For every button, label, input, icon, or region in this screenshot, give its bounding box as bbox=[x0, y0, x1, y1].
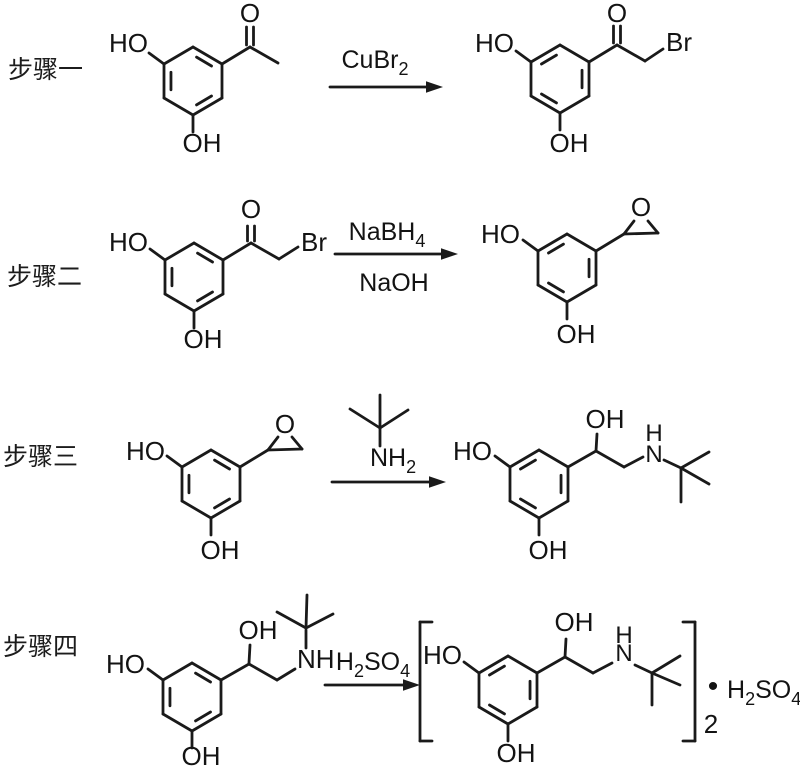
step4-product-structure bbox=[462, 637, 682, 743]
step1-reactant-oh-label: OH bbox=[183, 128, 222, 158]
step1-row: 步骤一 HO O OH CuBr2 HO O Br OH bbox=[8, 0, 692, 158]
step4-reactant-oh-top-label: OH bbox=[239, 615, 278, 645]
bracket-subscript-2: 2 bbox=[704, 709, 718, 739]
step2-reagent-nabh4: NaBH4 bbox=[349, 218, 426, 251]
step4-product-ho-label: HO bbox=[423, 640, 462, 670]
step2-reactant-structure bbox=[148, 224, 300, 330]
step1-reactant-ho-label: HO bbox=[109, 28, 148, 58]
step2-product-epoxide-o-label: O bbox=[631, 192, 651, 222]
step4-reactant-structure bbox=[146, 593, 335, 750]
step4-reactant-ho-label: HO bbox=[106, 649, 145, 679]
step1-product-br-label: Br bbox=[666, 27, 692, 57]
step3-reactant-epoxide-o-label: O bbox=[275, 409, 295, 439]
step4-product-oh-bottom-label: OH bbox=[497, 738, 536, 768]
step2-reactant-oh-label: OH bbox=[184, 324, 223, 354]
step4-product-nh-h-label: H bbox=[615, 622, 632, 649]
step1-product-oh-label: OH bbox=[550, 128, 589, 158]
step2-reactant-ho-label: HO bbox=[109, 227, 148, 257]
step3-reactant-ho-label: HO bbox=[126, 436, 165, 466]
step3-product-nh-h-label: H bbox=[645, 420, 662, 447]
step3-product-n-label: N bbox=[645, 441, 662, 468]
step1-reactant-o-label: O bbox=[240, 0, 260, 28]
step3-reaction-arrow bbox=[330, 476, 446, 488]
step4-reagent-h2so4: H2SO4 bbox=[336, 648, 410, 681]
step2-reactant-br-label: Br bbox=[301, 227, 327, 257]
step1-product-ho-label: HO bbox=[475, 28, 514, 58]
step2-reactant-o-label: O bbox=[241, 194, 261, 224]
step3-reactant-oh-label: OH bbox=[201, 535, 240, 565]
step1-label: 步骤一 bbox=[8, 56, 83, 84]
step3-product-structure bbox=[493, 432, 711, 537]
salt-dot: • bbox=[708, 670, 719, 703]
step3-product-oh-bottom-label: OH bbox=[529, 535, 568, 565]
step2-product-ho-label: HO bbox=[481, 219, 520, 249]
product-salt-brackets bbox=[418, 620, 697, 743]
step4-reactant-nh-label: NH bbox=[297, 644, 335, 674]
step1-reaction-arrow bbox=[328, 81, 443, 93]
step3-reagent-nh2-label: NH2 bbox=[370, 444, 416, 477]
step1-reagent-cubr2: CuBr2 bbox=[342, 46, 409, 79]
step2-reagent-naoh: NaOH bbox=[359, 269, 428, 297]
step2-product-structure bbox=[521, 219, 660, 321]
step2-product-oh-label: OH bbox=[557, 319, 596, 349]
step4-reaction-arrow bbox=[323, 679, 420, 691]
step2-reaction-arrow bbox=[333, 248, 458, 260]
step3-product-ho-label: HO bbox=[453, 436, 492, 466]
step4-product-n-label: N bbox=[615, 640, 632, 667]
step1-reactant-structure bbox=[147, 25, 280, 134]
step2-label: 步骤二 bbox=[7, 263, 82, 291]
step2-row: 步骤二 HO O Br OH NaBH4 NaOH HO O OH bbox=[7, 192, 660, 354]
step3-product-oh-top-label: OH bbox=[586, 404, 625, 434]
step3-reagent-tbutylamine-structure bbox=[348, 393, 410, 448]
step4-reactant-oh-bottom-label: OH bbox=[182, 741, 221, 771]
step4-label: 步骤四 bbox=[3, 633, 78, 661]
step3-label: 步骤三 bbox=[3, 443, 78, 471]
step3-reactant-structure bbox=[165, 435, 304, 537]
step3-row: 步骤三 HO O OH NH2 HO OH H N OH bbox=[3, 393, 711, 565]
step1-product-structure bbox=[514, 24, 665, 132]
step1-product-o-label: O bbox=[607, 0, 627, 28]
salt-h2so4-label: H2SO4 bbox=[727, 676, 800, 709]
step4-product-oh-top-label: OH bbox=[555, 607, 594, 637]
step4-row: 步骤四 HO OH NH OH H2SO4 HO OH H N OH 2 • H… bbox=[3, 593, 800, 771]
